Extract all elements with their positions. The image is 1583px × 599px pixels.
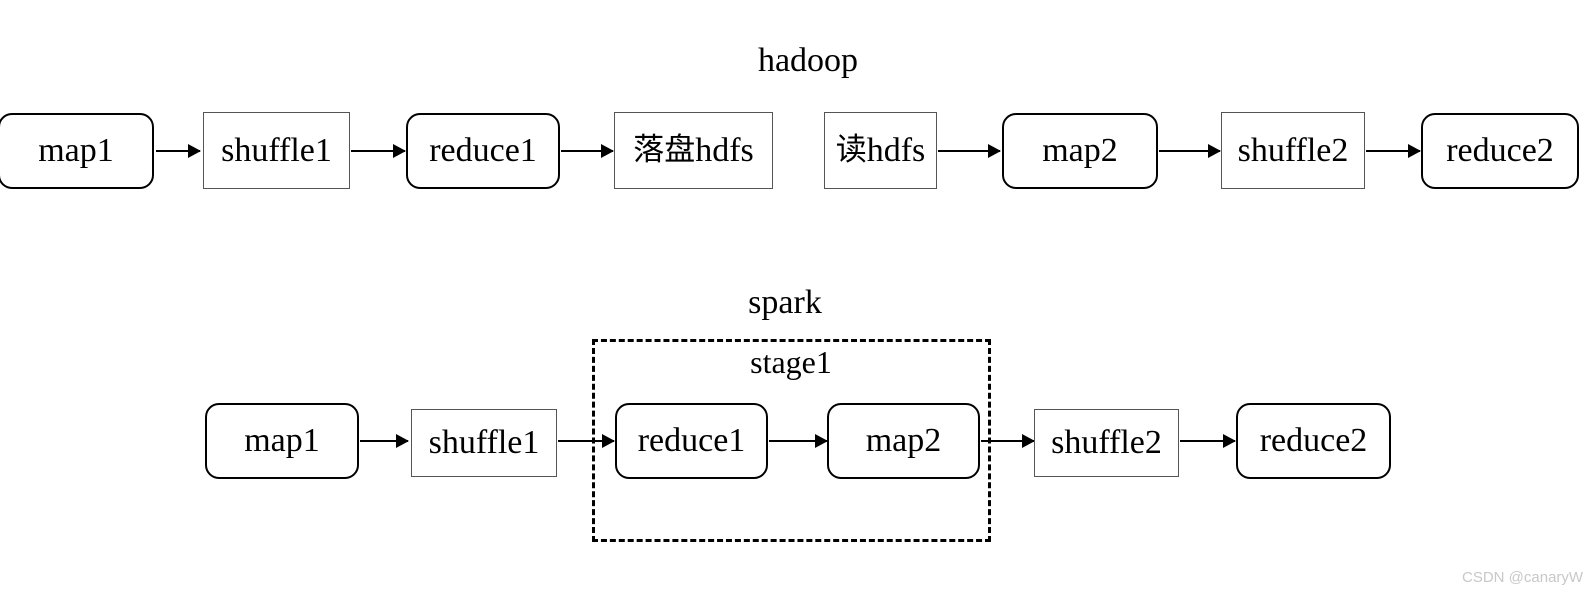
node-spark-map1: map1: [205, 403, 359, 479]
node-label: reduce1: [637, 422, 746, 459]
node-hadoop-reduce2: reduce2: [1421, 113, 1579, 189]
node-label: shuffle2: [1051, 424, 1162, 461]
node-label: reduce2: [1446, 132, 1554, 169]
node-hadoop-reduce1: reduce1: [406, 113, 560, 189]
node-label: shuffle2: [1237, 131, 1349, 169]
node-label-ascii: hdfs: [695, 131, 754, 169]
node-hadoop-shuffle2: shuffle2: [1221, 112, 1365, 189]
node-spark-map2: map2: [827, 403, 980, 479]
arrow-hadoop-map2-to-shuffle2: [1159, 150, 1220, 152]
node-label-cjk: 读: [835, 132, 867, 168]
group-label-stage1: stage1: [750, 344, 832, 380]
node-label-cjk: 落盘: [633, 132, 696, 168]
node-label: map2: [865, 422, 942, 459]
node-label: shuffle1: [428, 424, 540, 461]
node-label: map1: [38, 132, 114, 169]
node-label-ascii: hdfs: [866, 131, 926, 169]
node-label: reduce1: [429, 132, 537, 169]
arrow-spark-reduce1-to-map2: [769, 440, 827, 442]
arrow-hadoop-reduce1-to-writehdfs: [561, 150, 613, 152]
node-hadoop-map2: map2: [1002, 113, 1158, 189]
node-spark-shuffle2: shuffle2: [1034, 409, 1179, 477]
arrow-spark-map1-to-shuffle1: [360, 440, 408, 442]
node-label: map1: [244, 422, 320, 459]
section-title-spark: spark: [748, 284, 822, 321]
section-title-hadoop: hadoop: [757, 42, 859, 79]
arrow-hadoop-readhdfs-to-map2: [938, 150, 1000, 152]
arrow-hadoop-map1-to-shuffle1: [156, 150, 200, 152]
node-spark-shuffle1: shuffle1: [411, 409, 557, 477]
node-label: reduce2: [1259, 422, 1368, 459]
arrow-hadoop-shuffle2-to-reduce2: [1366, 150, 1420, 152]
node-label: map2: [1042, 132, 1118, 169]
node-hadoop-map1: map1: [0, 113, 154, 189]
node-spark-reduce2: reduce2: [1236, 403, 1391, 479]
arrow-spark-map2-to-shuffle2: [1000, 440, 1034, 442]
arrow-spark-shuffle2-to-reduce2: [1180, 440, 1235, 442]
node-label: shuffle1: [221, 131, 332, 169]
watermark-label: CSDN @canaryW: [1462, 569, 1583, 586]
node-hadoop-shuffle1: shuffle1: [203, 112, 350, 189]
node-spark-reduce1: reduce1: [615, 403, 768, 479]
arrow-hadoop-shuffle1-to-reduce1: [351, 150, 405, 152]
arrow-spark-shuffle1-to-reduce1: [558, 440, 614, 442]
